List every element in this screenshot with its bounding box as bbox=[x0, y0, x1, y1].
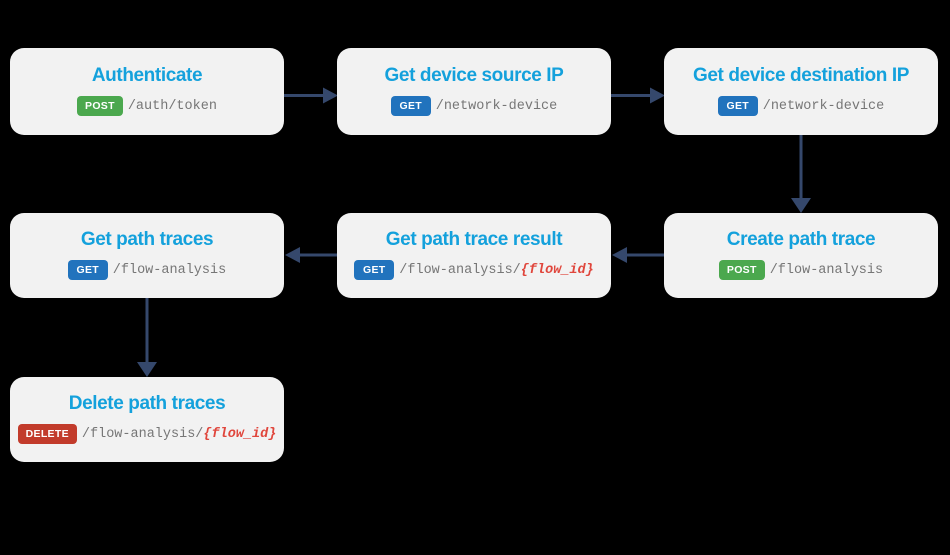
method-badge: GET bbox=[717, 96, 758, 116]
node-create-path-trace: Create path trace POST /flow-analysis bbox=[664, 213, 938, 298]
method-badge: GET bbox=[354, 260, 395, 280]
arrow-create-trace-to-trace-result-icon bbox=[612, 247, 664, 263]
node-endpoint: GET /network-device bbox=[717, 96, 885, 116]
arrow-destination-ip-to-create-trace-icon bbox=[791, 135, 811, 213]
node-endpoint: GET /flow-analysis/{flow_id} bbox=[354, 260, 594, 280]
endpoint-path: /flow-analysis/{flow_id} bbox=[81, 426, 277, 442]
node-title: Delete path traces bbox=[68, 393, 226, 414]
node-endpoint: GET /network-device bbox=[390, 96, 558, 116]
arrow-path-traces-to-delete-icon bbox=[137, 298, 157, 377]
endpoint-path: /network-device bbox=[762, 98, 885, 114]
node-title: Get path traces bbox=[80, 229, 214, 250]
node-authenticate: Authenticate POST /auth/token bbox=[10, 48, 284, 135]
node-title: Create path trace bbox=[726, 229, 876, 250]
method-badge: GET bbox=[67, 260, 108, 280]
node-get-path-traces: Get path traces GET /flow-analysis bbox=[10, 213, 284, 298]
endpoint-path: /flow-analysis bbox=[769, 262, 884, 278]
node-get-path-trace-result: Get path trace result GET /flow-analysis… bbox=[337, 213, 611, 298]
node-endpoint: POST /auth/token bbox=[77, 96, 217, 116]
method-badge: POST bbox=[77, 96, 123, 116]
node-endpoint: GET /flow-analysis bbox=[67, 260, 227, 280]
endpoint-path: /auth/token bbox=[127, 98, 217, 114]
arrow-authenticate-to-source-ip-icon bbox=[284, 87, 338, 104]
path-param: {flow_id} bbox=[203, 426, 277, 442]
node-title: Get device destination IP bbox=[693, 65, 909, 86]
arrow-trace-result-to-path-traces-icon bbox=[285, 247, 337, 263]
method-badge: GET bbox=[390, 96, 431, 116]
node-endpoint: POST /flow-analysis bbox=[718, 260, 884, 280]
endpoint-path: /flow-analysis bbox=[112, 262, 227, 278]
endpoint-path: /flow-analysis/{flow_id} bbox=[399, 262, 594, 278]
method-badge: POST bbox=[718, 260, 765, 280]
node-title: Authenticate bbox=[91, 65, 203, 86]
node-delete-path-traces: Delete path traces DELETE /flow-analysis… bbox=[10, 377, 284, 462]
node-endpoint: DELETE /flow-analysis/{flow_id} bbox=[17, 424, 277, 444]
node-get-device-source-ip: Get device source IP GET /network-device bbox=[337, 48, 611, 135]
method-badge: DELETE bbox=[17, 424, 77, 444]
path-param: {flow_id} bbox=[520, 262, 594, 278]
endpoint-path: /network-device bbox=[435, 98, 558, 114]
node-title: Get path trace result bbox=[385, 229, 563, 250]
node-get-device-destination-ip: Get device destination IP GET /network-d… bbox=[664, 48, 938, 135]
arrow-source-ip-to-destination-ip-icon bbox=[611, 87, 665, 104]
node-title: Get device source IP bbox=[384, 65, 564, 86]
